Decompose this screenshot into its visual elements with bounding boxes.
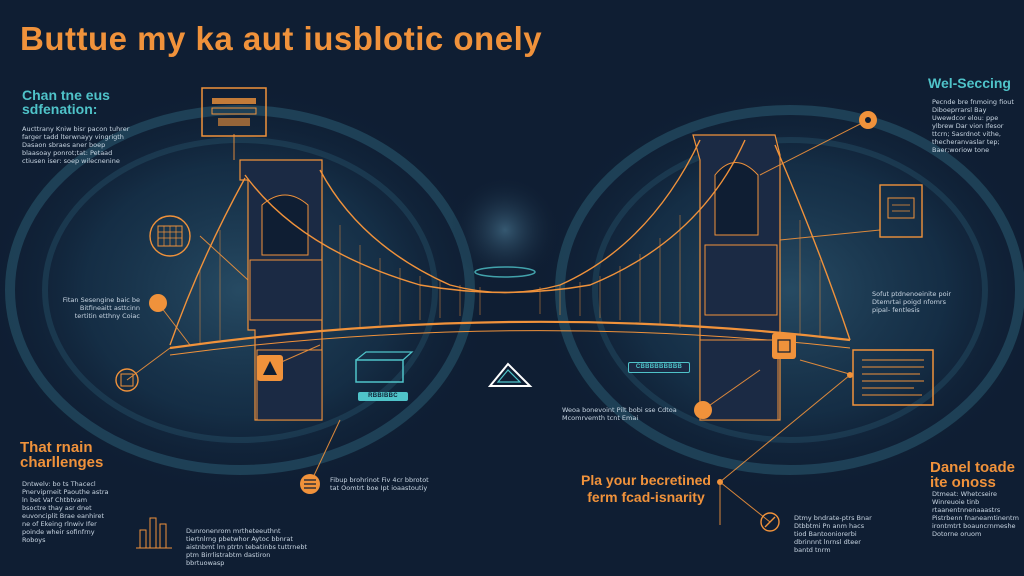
blurb-right-mid: Sofut ptdnenoeinite poir Dtemrtai poigd … bbox=[872, 290, 952, 314]
list-icon bbox=[300, 474, 320, 494]
pen-icon bbox=[760, 512, 780, 532]
heading-top-right: Wel-Seccing bbox=[928, 75, 1011, 91]
warning-icon bbox=[257, 355, 283, 381]
blurb-top-left: Aucttrany Kniw bisr pacon tuhrer farger … bbox=[22, 125, 130, 165]
center-glow bbox=[450, 175, 560, 285]
blurb-bottom-center: Fibup brohrinot Fiv 4cr bbrotot tat Oomt… bbox=[330, 476, 429, 492]
page-title: Buttue my ka aut iusblotic onely bbox=[20, 20, 543, 57]
chip-right: CBBBBBBBBB bbox=[628, 362, 690, 373]
blurb-top-right: Pecnde bre fnmoing fiout Diboeprrarsl Ba… bbox=[932, 98, 1014, 154]
desk-icon bbox=[772, 333, 796, 359]
document-icon bbox=[201, 87, 267, 137]
map-icon bbox=[149, 215, 191, 257]
heading-center: Pla your becretined ferm fcad-isnarity bbox=[581, 472, 711, 505]
dot-icon-right bbox=[694, 401, 712, 419]
chart-icon bbox=[136, 517, 172, 549]
box-icon bbox=[355, 351, 414, 383]
settings-icon bbox=[859, 111, 877, 129]
blurb-left-mid: Fitan Sesengine baic be Bitfineaitt astt… bbox=[62, 296, 140, 320]
bridge-cables bbox=[169, 139, 851, 346]
chip-left: RBBIBBC bbox=[358, 392, 408, 401]
heading-bottom-left: That rnain charllenges bbox=[20, 439, 104, 471]
heading-bottom-right: Danel toade ite onoss bbox=[930, 459, 1016, 491]
blurb-center-mid: Weoa bonevoint Pilt bobi sse Cdtoa Mcomr… bbox=[562, 406, 677, 422]
blurb-bottom-right-center: Dtmy bndrate-ptrs Bnar Dtbbtmi Pn anm ha… bbox=[794, 514, 872, 554]
blurb-bottom-right: Dtmeat: Whetcseire Winreuoie tinb rtaane… bbox=[932, 490, 1019, 538]
dot-icon-left bbox=[149, 294, 167, 312]
heading-top-left: Chan tne eus sdfenation: bbox=[22, 87, 110, 117]
blurb-bottom-left: Dntwelv: bo ts Thacecl Pnerviprneit Paou… bbox=[22, 480, 109, 544]
user-icon bbox=[115, 368, 139, 392]
building-icon bbox=[879, 184, 923, 238]
triangle-logo-icon bbox=[487, 362, 533, 387]
blurb-bottom-center-left: Dunronenrom mrtheteeuthnt tiertnlrng pbe… bbox=[186, 527, 308, 567]
bridge-deck bbox=[169, 320, 851, 350]
notes-icon bbox=[852, 349, 934, 406]
